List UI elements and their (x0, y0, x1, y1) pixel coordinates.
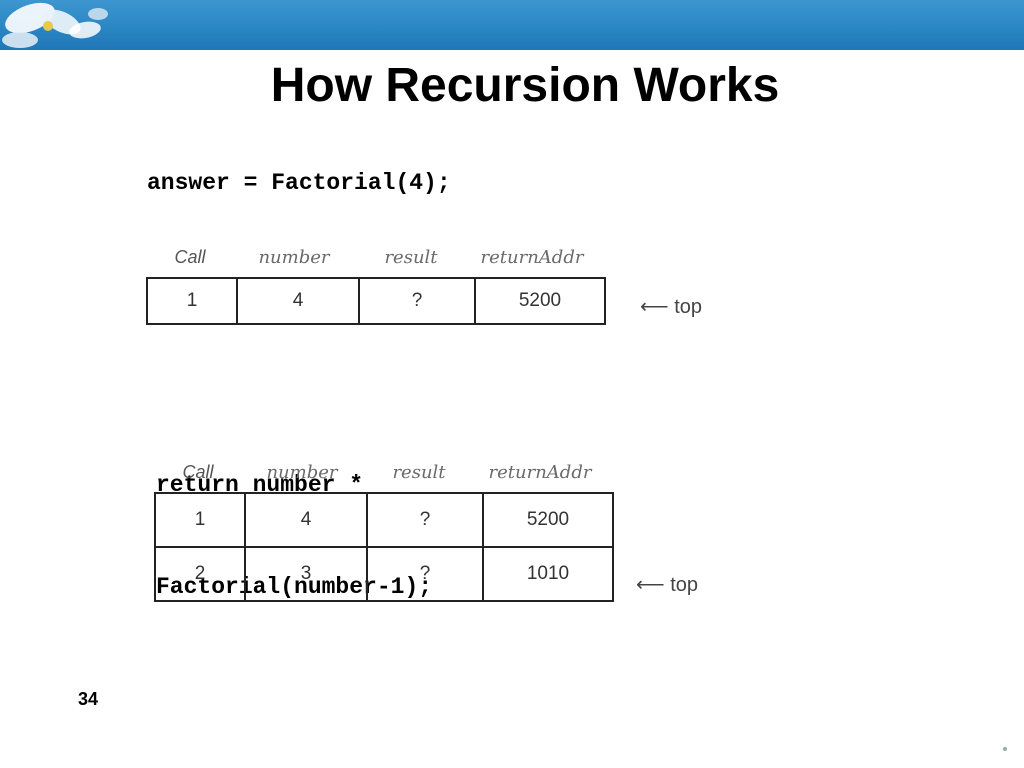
stack-table-2: Call number result returnAddr 1 4 ? 5200… (154, 462, 614, 602)
column-header-returnaddr: returnAddr (480, 247, 584, 268)
column-header-call: Call (174, 247, 206, 267)
cell-returnaddr: 5200 (482, 492, 614, 548)
cell-call: 2 (154, 546, 246, 602)
column-header-result: result (392, 462, 446, 483)
cell-result: ? (366, 546, 484, 602)
table-row: 1 4 ? 5200 (146, 277, 606, 325)
stack-table-header: Call number result returnAddr (146, 247, 606, 277)
cell-result: ? (358, 277, 476, 325)
cell-call: 1 (146, 277, 238, 325)
cell-number: 3 (244, 546, 368, 602)
cell-result: ? (366, 492, 484, 548)
table-row: 1 4 ? 5200 (154, 492, 614, 548)
column-header-call: Call (182, 462, 214, 482)
header-banner (0, 0, 1024, 50)
table-row: 2 3 ? 1010 (154, 546, 614, 602)
cell-number: 4 (236, 277, 360, 325)
cell-returnaddr: 1010 (482, 546, 614, 602)
column-header-result: result (384, 247, 438, 268)
stack-top-marker: ⟵ top (640, 296, 703, 318)
column-header-number: number (258, 247, 330, 268)
corner-mark (1003, 747, 1007, 751)
cell-call: 1 (154, 492, 246, 548)
code-line-answer: answer = Factorial(4); (147, 170, 451, 196)
page-number: 34 (78, 689, 99, 709)
slide-title: How Recursion Works (270, 59, 780, 112)
stack-table-header: Call number result returnAddr (154, 462, 614, 492)
stack-top-marker: ⟵ top (636, 574, 699, 596)
column-header-number: number (266, 462, 338, 483)
cell-number: 4 (244, 492, 368, 548)
stack-frames-table: 1 4 ? 5200 (146, 277, 606, 325)
cell-returnaddr: 5200 (474, 277, 606, 325)
flower-logo-icon (2, 2, 108, 48)
stack-table-1: Call number result returnAddr 1 4 ? 5200 (146, 247, 606, 325)
column-header-returnaddr: returnAddr (488, 462, 592, 483)
stack-frames-table: 1 4 ? 5200 2 3 ? 1010 (154, 492, 614, 602)
